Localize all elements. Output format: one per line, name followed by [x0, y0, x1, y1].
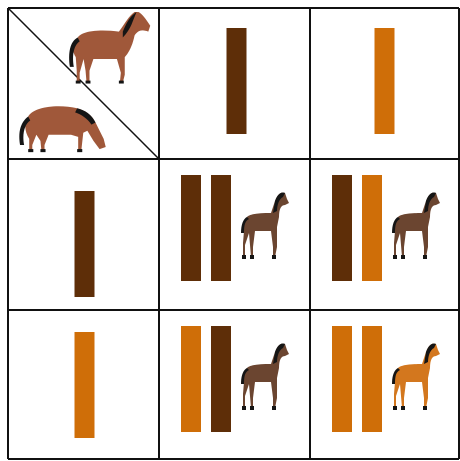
top-gamete-bar-2: [375, 28, 395, 134]
allele-bar-1: [181, 175, 201, 281]
left-gamete-bar-1: [75, 191, 95, 297]
allele-bar-1: [332, 326, 352, 432]
allele-bar-1: [332, 175, 352, 281]
allele-bar-2: [211, 175, 231, 281]
top-gamete-bar-1: [227, 28, 247, 134]
allele-bar-2: [362, 326, 382, 432]
allele-bar-2: [362, 175, 382, 281]
allele-bar-1: [181, 326, 201, 432]
left-gamete-bar-2: [75, 332, 95, 438]
allele-bar-2: [211, 326, 231, 432]
